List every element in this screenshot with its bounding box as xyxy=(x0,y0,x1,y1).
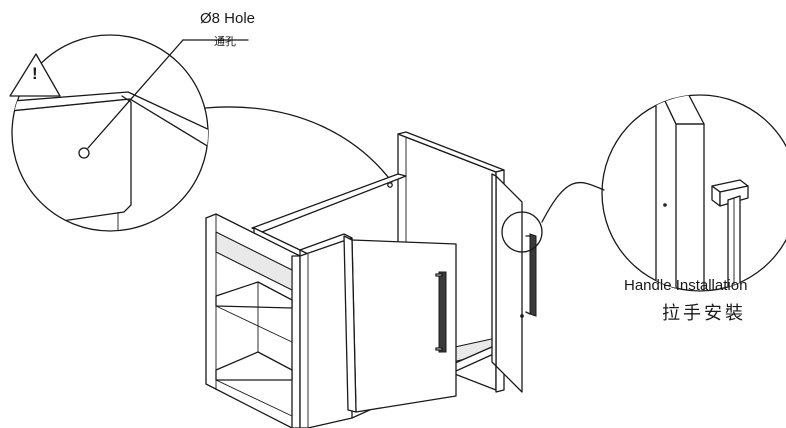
handle-detail-view xyxy=(601,94,786,292)
bottom-shelf xyxy=(215,351,293,381)
hole-detail-connector xyxy=(204,106,393,183)
top-panel-edge xyxy=(12,91,208,151)
center-divider xyxy=(299,237,353,428)
warning-triangle-icon xyxy=(9,53,61,97)
middle-shelf xyxy=(215,281,293,309)
hole-detail-view xyxy=(11,34,249,232)
hole-8mm xyxy=(78,147,90,159)
handle-detail-connector xyxy=(541,181,605,223)
warning-exclamation: ! xyxy=(32,64,38,83)
right-door xyxy=(495,175,523,393)
hole-label-chinese: 通孔 xyxy=(214,36,236,48)
hole-leader-line xyxy=(87,39,184,149)
handle-detail-circle xyxy=(601,94,786,292)
right-door-handle xyxy=(529,233,537,317)
handle-installation-label-chinese: 拉手安裝 xyxy=(662,303,746,323)
hole-label: Ø8 Hole xyxy=(200,10,256,27)
handle-installation-label: Handle Installation xyxy=(624,277,748,294)
left-door-handle xyxy=(438,271,447,353)
upper-compartment xyxy=(215,231,293,291)
top-rear-rail xyxy=(251,173,407,233)
cabinet xyxy=(205,131,537,428)
handle-focus-circle xyxy=(501,211,543,253)
left-door-edge xyxy=(343,235,357,413)
right-door-edge xyxy=(491,173,497,367)
